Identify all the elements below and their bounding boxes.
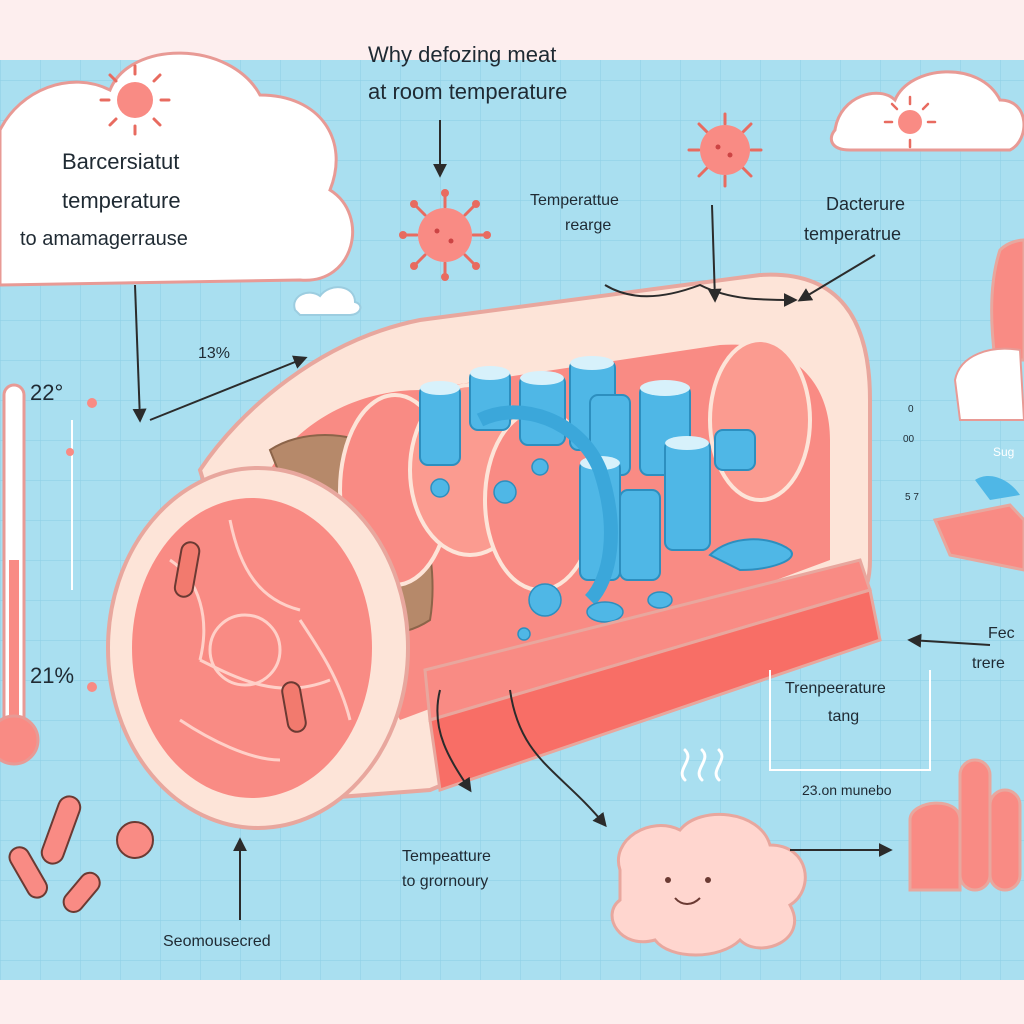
on-munebo-label: 23.on munebo xyxy=(802,782,892,798)
thermometer-bottom-label: 21% xyxy=(30,663,75,688)
food-trere-label-2: trere xyxy=(972,655,1005,672)
title-line2: at room temperature xyxy=(368,79,568,104)
temp-tang-label-2: tang xyxy=(828,708,860,725)
food-trere-label-1: Fec xyxy=(988,625,1015,642)
temp-tang-label-1: Trenpeerature xyxy=(785,680,886,697)
temp-range-label-2: rearge xyxy=(565,217,612,234)
meat-log xyxy=(106,272,882,830)
temp-gronnoury-label-1: Tempeatture xyxy=(402,848,491,865)
steam-icon xyxy=(680,748,724,782)
bacteria-icon xyxy=(399,189,491,281)
percent-13-label: 13% xyxy=(198,345,231,362)
right-scale-label-2: 00 xyxy=(903,434,915,445)
sun-icon xyxy=(99,64,171,136)
smiling-cloud-icon xyxy=(610,812,807,957)
right-scale-label-3: 5 7 xyxy=(905,492,919,503)
bacteria-rod-icon xyxy=(173,541,307,733)
temp-tang-bracket xyxy=(769,670,931,771)
sug-label: Sug xyxy=(993,445,1015,459)
cloud-left-line2: temperature xyxy=(62,188,181,213)
title-line1: Why defozing meat xyxy=(368,42,557,67)
right-scale-label-1: 0 xyxy=(908,404,914,415)
thermometer-icon xyxy=(0,383,97,766)
temp-gronnoury-label-2: to grornoury xyxy=(402,873,489,890)
meat-chunks-right xyxy=(908,238,1024,892)
sun-icon-right xyxy=(883,95,937,149)
left-cloud xyxy=(0,51,354,287)
thermometer-top-label: 22° xyxy=(30,380,64,405)
bacteria-icon-top xyxy=(687,112,763,188)
bacteria-temp-label-2: temperatrue xyxy=(804,224,902,244)
bacteria-temp-label-1: Dacterure xyxy=(826,194,906,214)
bacteria-group-icon xyxy=(8,795,154,913)
right-cloud xyxy=(829,70,1024,152)
small-cloud xyxy=(293,286,362,316)
temp-range-label-1: Temperattue xyxy=(530,192,619,209)
seomoused-label: Seomousecred xyxy=(163,933,271,950)
cloud-left-line1: Barcersiatut xyxy=(62,149,180,174)
arrows xyxy=(132,120,991,920)
cloud-left-line3: to amamagerrause xyxy=(20,228,188,250)
